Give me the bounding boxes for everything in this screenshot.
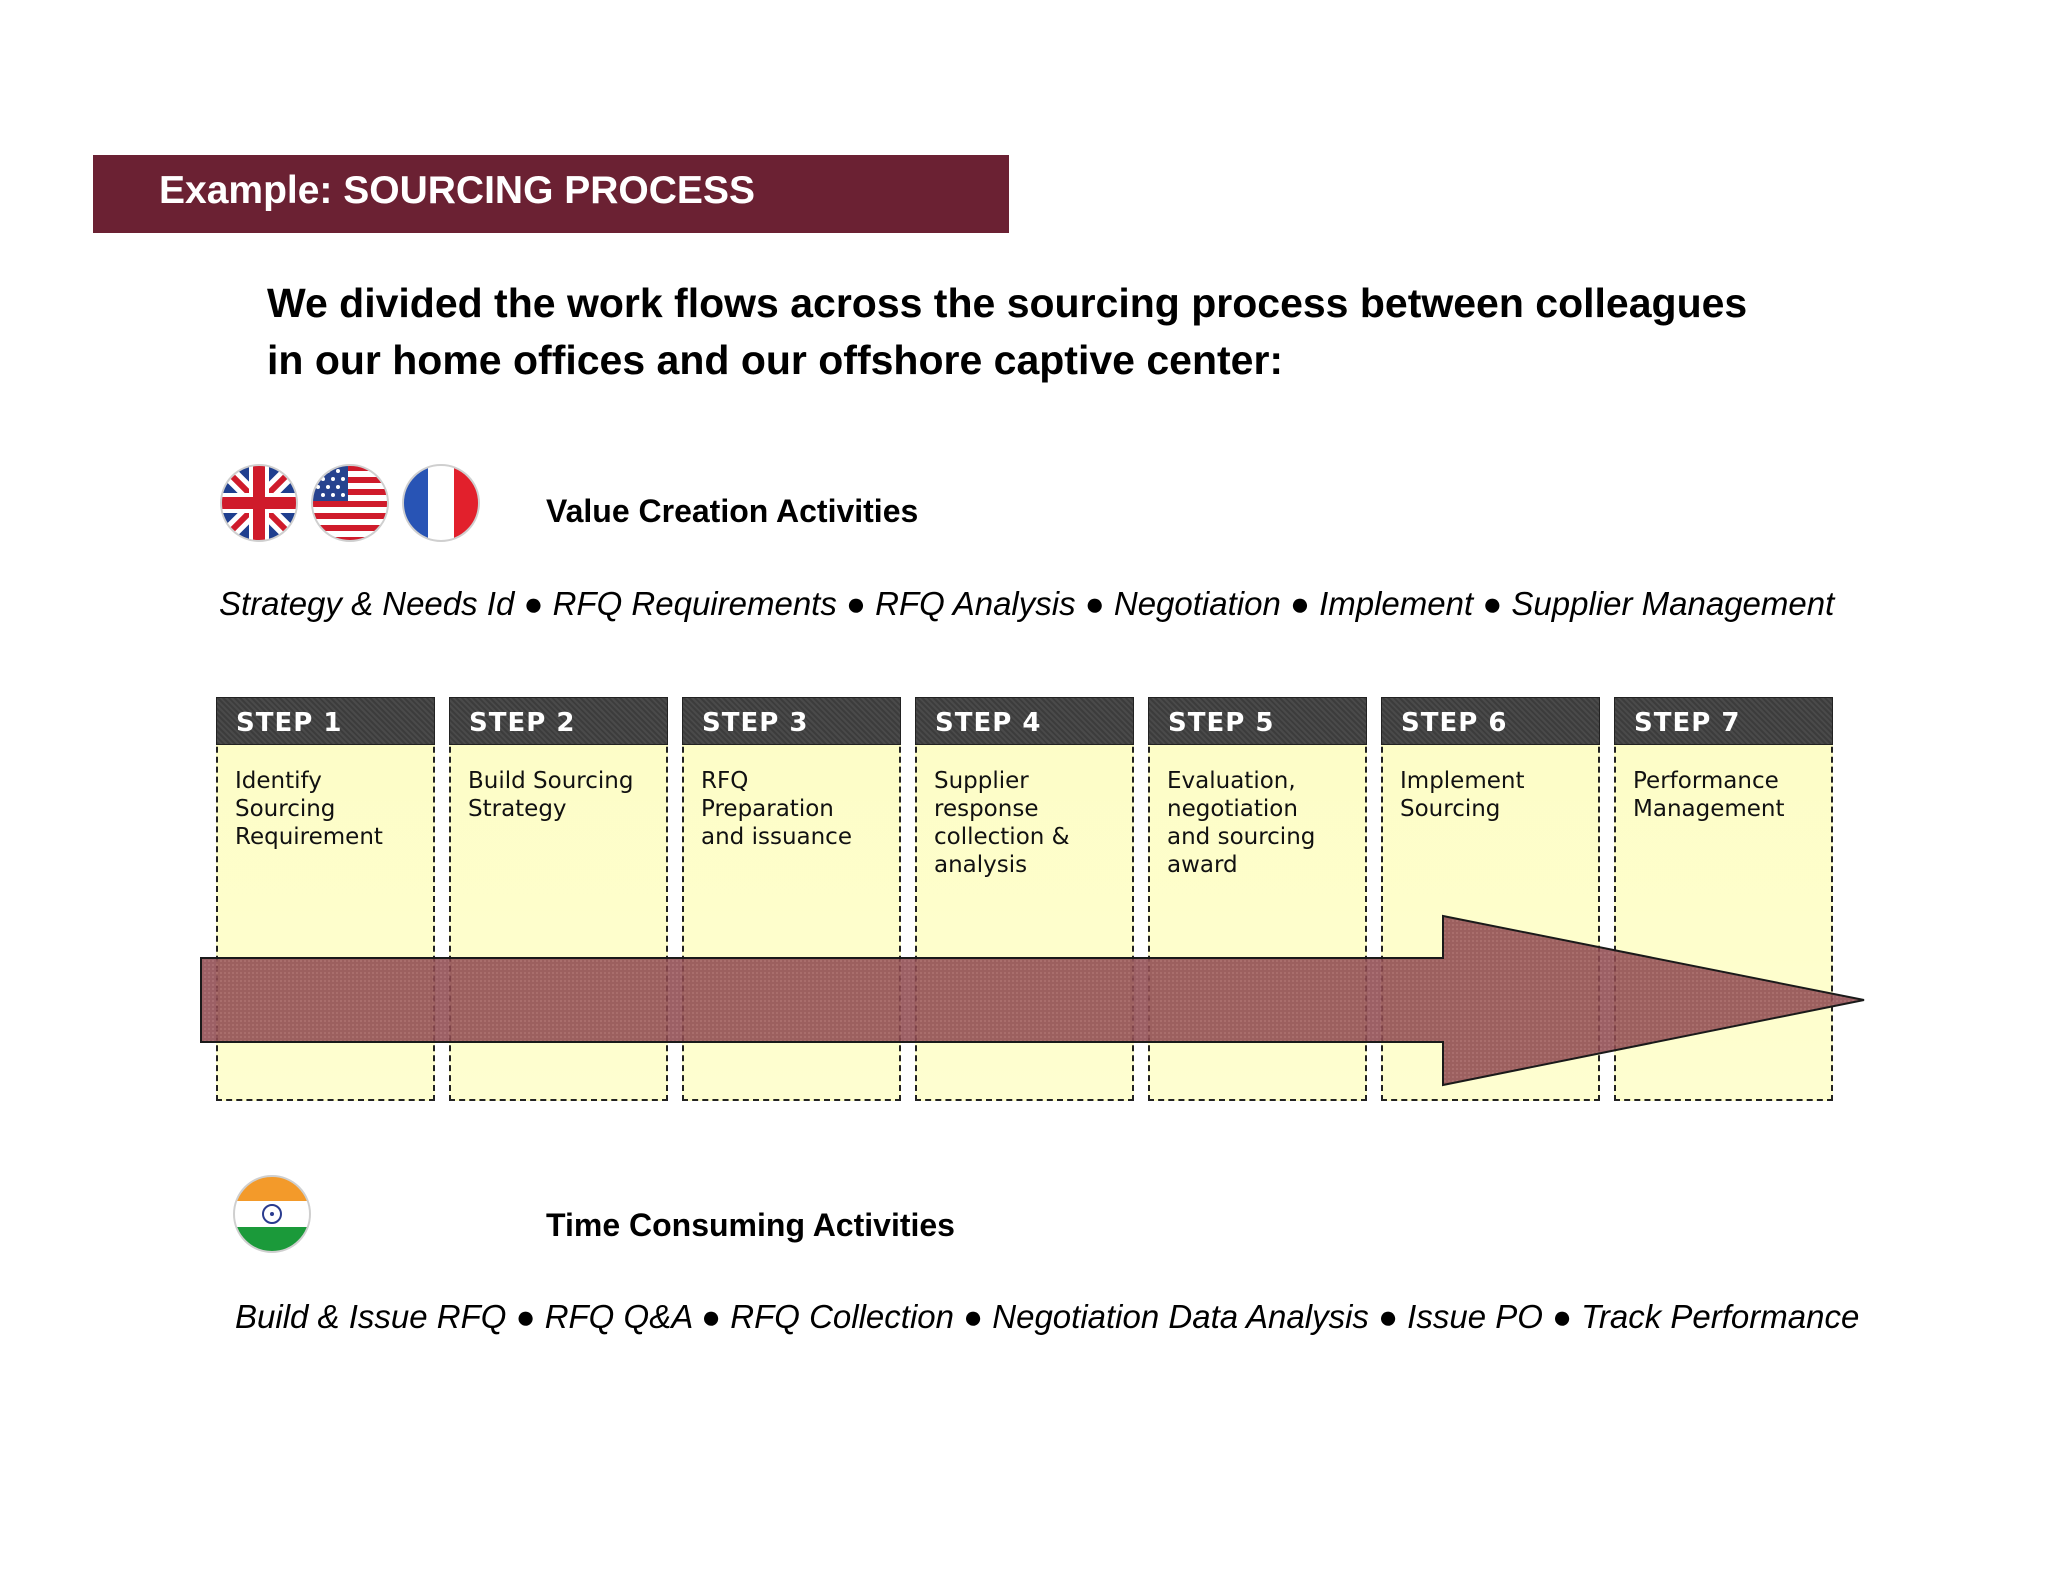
step-2-header: STEP 2 (449, 697, 668, 745)
step-1-text: Identify Sourcing Requirement (235, 768, 383, 850)
time-consuming-activities: Build & Issue RFQ ● RFQ Q&A ● RFQ Collec… (235, 1298, 1860, 1335)
step-6-header: STEP 6 (1381, 697, 1600, 745)
step-5-text: Evaluation, negotiation and sourcing awa… (1167, 768, 1316, 878)
value-creation-activities: Strategy & Needs Id ● RFQ Requirements ●… (219, 585, 1835, 622)
subtitle-line-1: We divided the work flows across the sou… (267, 280, 1748, 326)
step-1-header: STEP 1 (216, 697, 435, 745)
uk-flag-icon (220, 464, 298, 542)
step-2-text: Build Sourcing Strategy (468, 768, 634, 822)
step-5-header: STEP 5 (1148, 697, 1367, 745)
title-bar: Example: SOURCING PROCESS (93, 155, 1009, 233)
step-7-text: Performance Management (1633, 768, 1785, 822)
india-flag-icon (233, 1175, 311, 1253)
step-6-box: STEP 6 Implement Sourcing (1381, 697, 1600, 1101)
time-consuming-heading: Time Consuming Activities (546, 1207, 955, 1243)
page-title: Example: SOURCING PROCESS (159, 169, 755, 212)
step-3-header: STEP 3 (682, 697, 901, 745)
step-6-text: Implement Sourcing (1400, 768, 1525, 822)
step-1-box: STEP 1 Identify Sourcing Requirement (216, 697, 435, 1101)
step-3-text: RFQ Preparation and issuance (701, 768, 852, 850)
step-4-header: STEP 4 (915, 697, 1134, 745)
step-2-box: STEP 2 Build Sourcing Strategy (449, 697, 668, 1101)
step-4-text: Supplier response collection & analysis (934, 768, 1070, 878)
step-7-header: STEP 7 (1614, 697, 1833, 745)
step-5-box: STEP 5 Evaluation, negotiation and sourc… (1148, 697, 1367, 1101)
subtitle: We divided the work flows across the sou… (267, 275, 1767, 389)
subtitle-line-2: in our home offices and our offshore cap… (267, 337, 1284, 383)
value-creation-heading: Value Creation Activities (546, 493, 919, 529)
step-7-box: STEP 7 Performance Management (1614, 697, 1833, 1101)
france-flag-icon (402, 464, 480, 542)
us-flag-icon (311, 464, 389, 542)
step-3-box: STEP 3 RFQ Preparation and issuance (682, 697, 901, 1101)
step-4-box: STEP 4 Supplier response collection & an… (915, 697, 1134, 1101)
